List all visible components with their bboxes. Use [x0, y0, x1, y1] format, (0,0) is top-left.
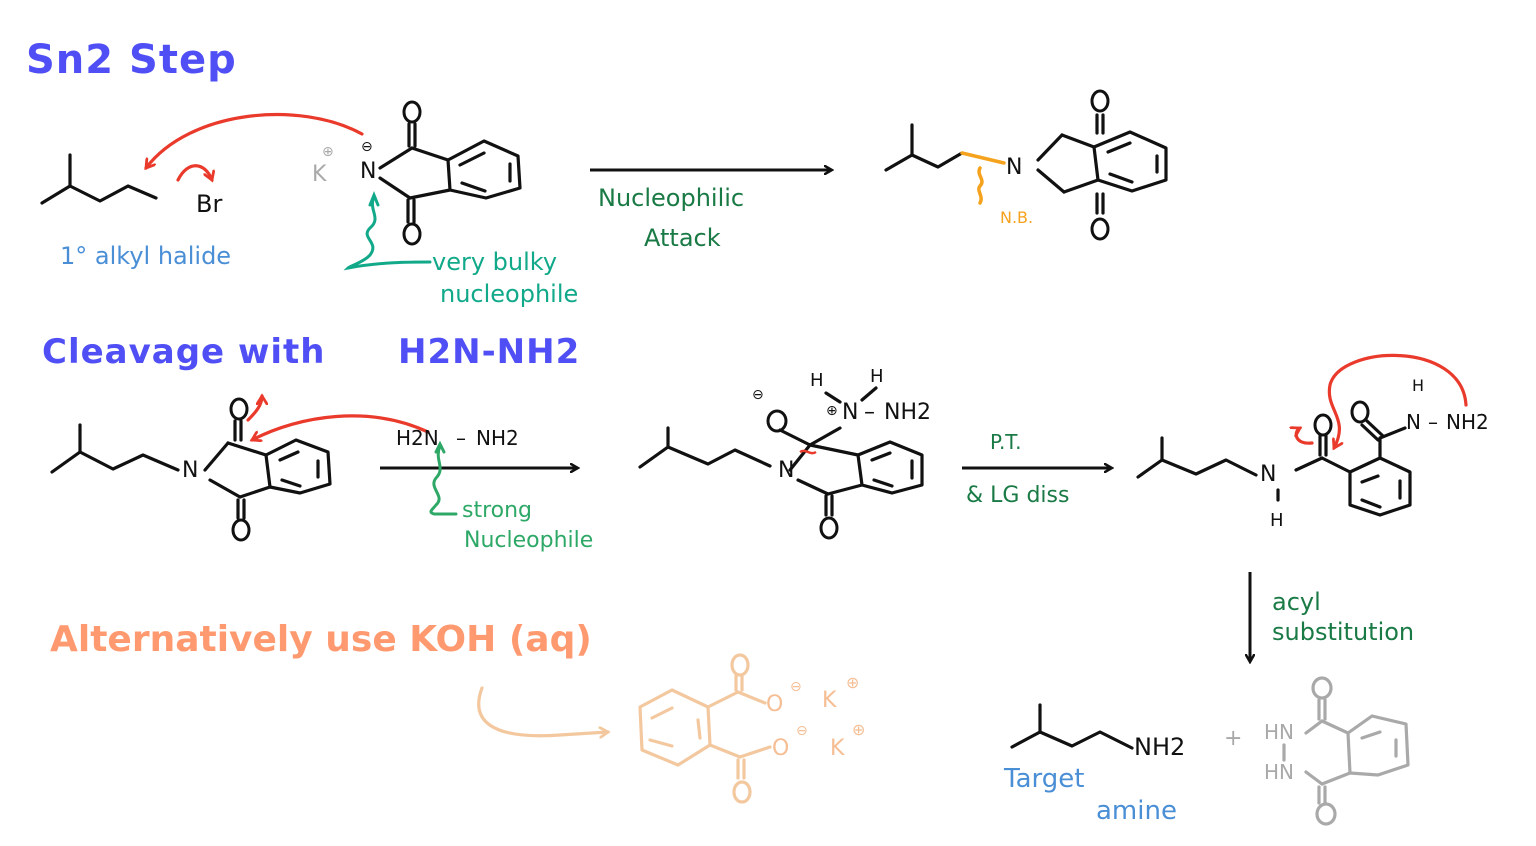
cleavage-title: Cleavage with — [42, 332, 326, 372]
hydrazine-dash: – — [456, 426, 466, 450]
acyl-label: acyl — [1272, 588, 1321, 616]
potassium-top: K — [822, 688, 837, 713]
imide-nitrogen: N — [182, 458, 199, 483]
intermediate-h2: H — [870, 366, 884, 387]
potassium-cation: K — [312, 162, 327, 187]
hydrazine-right: NH2 — [476, 426, 519, 450]
lg-diss-label: & LG diss — [966, 483, 1070, 508]
new-bond-label: N.B. — [1000, 208, 1034, 227]
bromine-atom: Br — [196, 190, 223, 218]
amide-nitrogen: N — [1260, 462, 1277, 487]
potassium-bottom: K — [830, 736, 845, 761]
target-label: Target — [1004, 764, 1085, 794]
carbonyl-push-arrow-2 — [1296, 428, 1314, 445]
n-alkyl-phthalimide-product — [884, 89, 1168, 241]
phthalhydrazide-byproduct — [1282, 676, 1410, 826]
intramolecular-attack-arrow — [1327, 353, 1468, 448]
nitrogen-anion: N — [360, 159, 377, 184]
alkyl-bromide-skeleton — [40, 153, 158, 205]
substitution-label: substitution — [1272, 618, 1415, 646]
intermediate-nh2: NH2 — [884, 400, 931, 425]
nucleophilic-label: Nucleophilic — [598, 184, 745, 212]
phthalimide-anion — [378, 100, 522, 246]
alternative-koh-note: Alternatively use KOH (aq) — [50, 619, 592, 660]
carboxylate-charge-top-icon: ⊖ — [790, 679, 802, 695]
hydrazide-h: H — [1412, 376, 1425, 395]
amide-h: H — [1270, 510, 1284, 531]
carbonyl-push-arrow — [246, 396, 262, 422]
koh-hint-arrow — [477, 686, 608, 736]
hydrazide-nitrogen: N — [1406, 410, 1421, 434]
ammonium-charge-icon: ⊕ — [826, 403, 838, 419]
intermediate-h1: H — [810, 370, 824, 391]
cleavage-reagent-title: H2N-NH2 — [398, 332, 581, 372]
cleavage-phthalimide — [50, 397, 332, 542]
potassium-charge-top-icon: ⊕ — [846, 673, 860, 692]
negative-charge-icon: ⊖ — [361, 139, 373, 155]
nucleophile-label: nucleophile — [440, 280, 579, 308]
amine-label: amine — [1096, 796, 1177, 826]
hydrazine-attack-arrow — [252, 414, 430, 440]
nucleophile-label-2: Nucleophile — [464, 528, 594, 553]
intermediate-nitrogen: N — [778, 458, 795, 483]
strong-nucleophile-squiggle — [429, 440, 458, 516]
pt-label: P.T. — [990, 430, 1022, 454]
byproduct-hn-bottom: HN — [1264, 760, 1294, 784]
positive-charge-icon: ⊕ — [322, 144, 334, 160]
nucleophile-attack-arrow — [144, 112, 364, 168]
hydrazine-left: H2N — [396, 426, 439, 450]
carboxylate-o-bottom: O — [772, 736, 790, 761]
byproduct-hn-top: HN — [1264, 720, 1294, 744]
hydrazide-nh2: NH2 — [1446, 410, 1489, 434]
target-amine-skeleton — [1010, 730, 1134, 750]
leaving-group-arrow — [176, 164, 212, 180]
attack-label: Attack — [644, 224, 721, 252]
alkyl-halide-label: 1° alkyl halide — [60, 242, 232, 270]
tetrahedral-intermediate — [638, 386, 924, 540]
dash: – — [864, 400, 875, 425]
strong-label: strong — [462, 498, 533, 523]
sn2-step-title: Sn2 Step — [26, 37, 237, 83]
ring-opened-hydrazide — [1136, 400, 1412, 517]
potassium-charge-bottom-icon: ⊕ — [852, 720, 866, 739]
ammonium-nitrogen: N — [842, 400, 859, 425]
dash-2: – — [1428, 410, 1438, 434]
product-nitrogen: N — [1006, 155, 1023, 180]
amine-nh2: NH2 — [1134, 733, 1186, 761]
carboxylate-charge-bottom-icon: ⊖ — [796, 723, 808, 739]
alkoxide-charge-icon: ⊖ — [752, 387, 764, 403]
plus-sign: + — [1224, 726, 1243, 751]
potassium-phthalate-faded — [638, 653, 772, 804]
very-bulky-label: very bulky — [432, 248, 558, 276]
carboxylate-o-top: O — [766, 692, 784, 717]
bulky-nucleophile-squiggle — [343, 190, 432, 271]
